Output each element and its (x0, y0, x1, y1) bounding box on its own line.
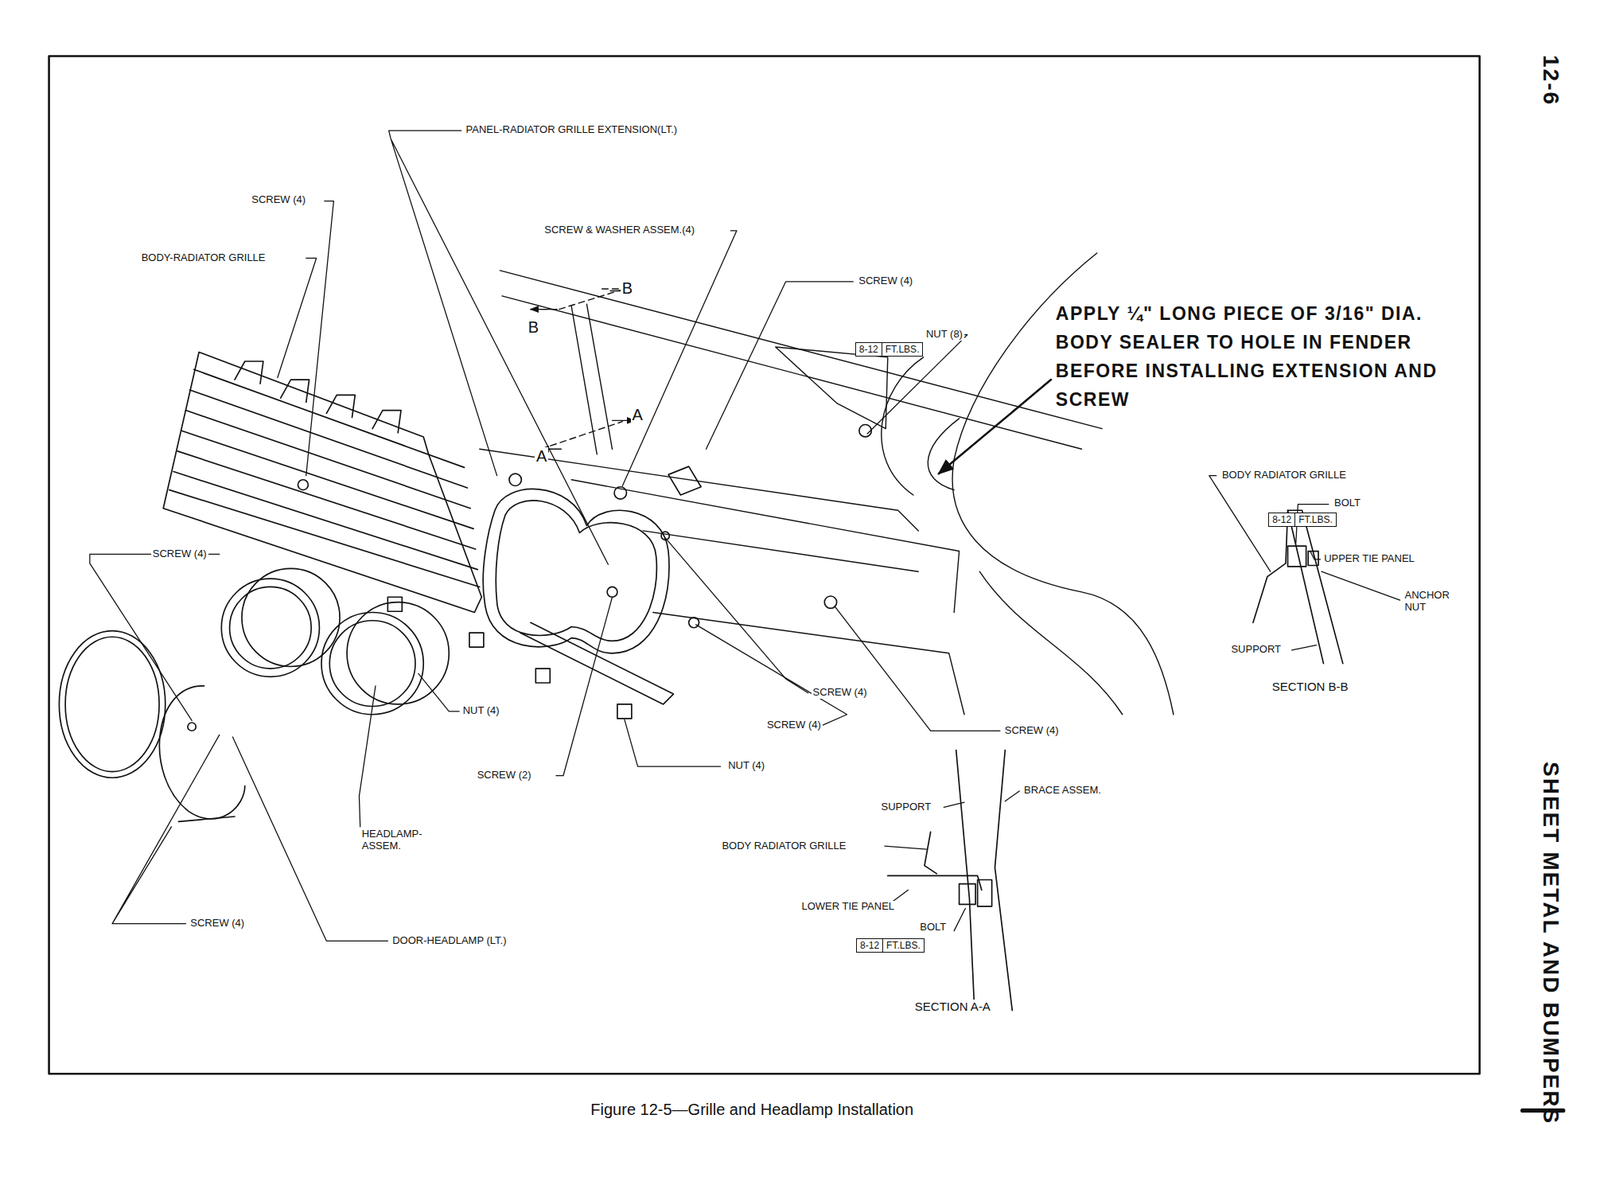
page-number: 12-6 (1537, 53, 1564, 108)
torque-box: 8-12FT.LBS. (1268, 512, 1337, 527)
part-label: BODY RADIATOR GRILLE (720, 840, 848, 853)
callout: BOLT (918, 921, 948, 934)
callout: SCREW (4) (765, 719, 823, 732)
part-label: BODY-RADIATOR GRILLE (140, 252, 268, 265)
callout: SCREW & WASHER ASSEM.(4) (542, 224, 697, 237)
torque-value: 8-12 (856, 938, 883, 952)
callout: SCREW (4) (856, 275, 915, 288)
section-mark: B (620, 279, 635, 298)
callout: NUT (4) (461, 704, 502, 717)
callout: SCREW (4) (151, 548, 209, 561)
callout: BOLT (1332, 497, 1363, 510)
callout: NUT (4) (726, 759, 767, 772)
callout: SCREW (4) (188, 917, 246, 930)
figure-caption: Figure 12-5—Grille and Headlamp Installa… (590, 1100, 914, 1119)
callout: SCREW (4) (249, 194, 308, 207)
torque-value: FT.LBS. (882, 938, 924, 952)
torque-box: 8-12FT.LBS. (855, 342, 924, 357)
part-label: ANCHOR NUT (1402, 589, 1456, 614)
part-label: PANEL-RADIATOR GRILLE EXTENSION(LT.) (464, 124, 680, 137)
part-label: SUPPORT (879, 801, 934, 814)
callout: SCREW (4) (811, 686, 869, 699)
part-label: SUPPORT (1229, 643, 1283, 656)
section-mark: B (526, 318, 541, 337)
section-mark: A (534, 447, 549, 466)
torque-value: 8-12 (856, 342, 882, 356)
torque-value: FT.LBS. (881, 342, 923, 356)
section-mark: A (630, 405, 645, 425)
callout: SCREW (4) (1003, 724, 1061, 737)
part-label: BRACE ASSEM. (1022, 784, 1103, 797)
note: APPLY ¼" LONG PIECE OF 3/16" DIA. BODY S… (1054, 299, 1445, 414)
callout: NUT (8) (924, 328, 965, 341)
part-label: UPPER TIE PANEL (1322, 552, 1417, 565)
part-label: HEADLAMP-ASSEM. (360, 828, 432, 853)
torque-value: 8-12 (1269, 513, 1295, 526)
part-label: BODY RADIATOR GRILLE (1220, 469, 1348, 482)
section-title: SECTION A-A (913, 999, 993, 1013)
torque-box: 8-12FT.LBS. (856, 938, 925, 953)
part-label: DOOR-HEADLAMP (LT.) (390, 934, 508, 947)
torque-value: FT.LBS. (1294, 513, 1336, 526)
callout: SCREW (2) (475, 769, 534, 782)
part-label: LOWER TIE PANEL (800, 900, 897, 913)
section-title: SECTION B-B (1270, 679, 1351, 693)
chapter-title: SHEET METAL AND BUMPERS (1537, 759, 1564, 1126)
